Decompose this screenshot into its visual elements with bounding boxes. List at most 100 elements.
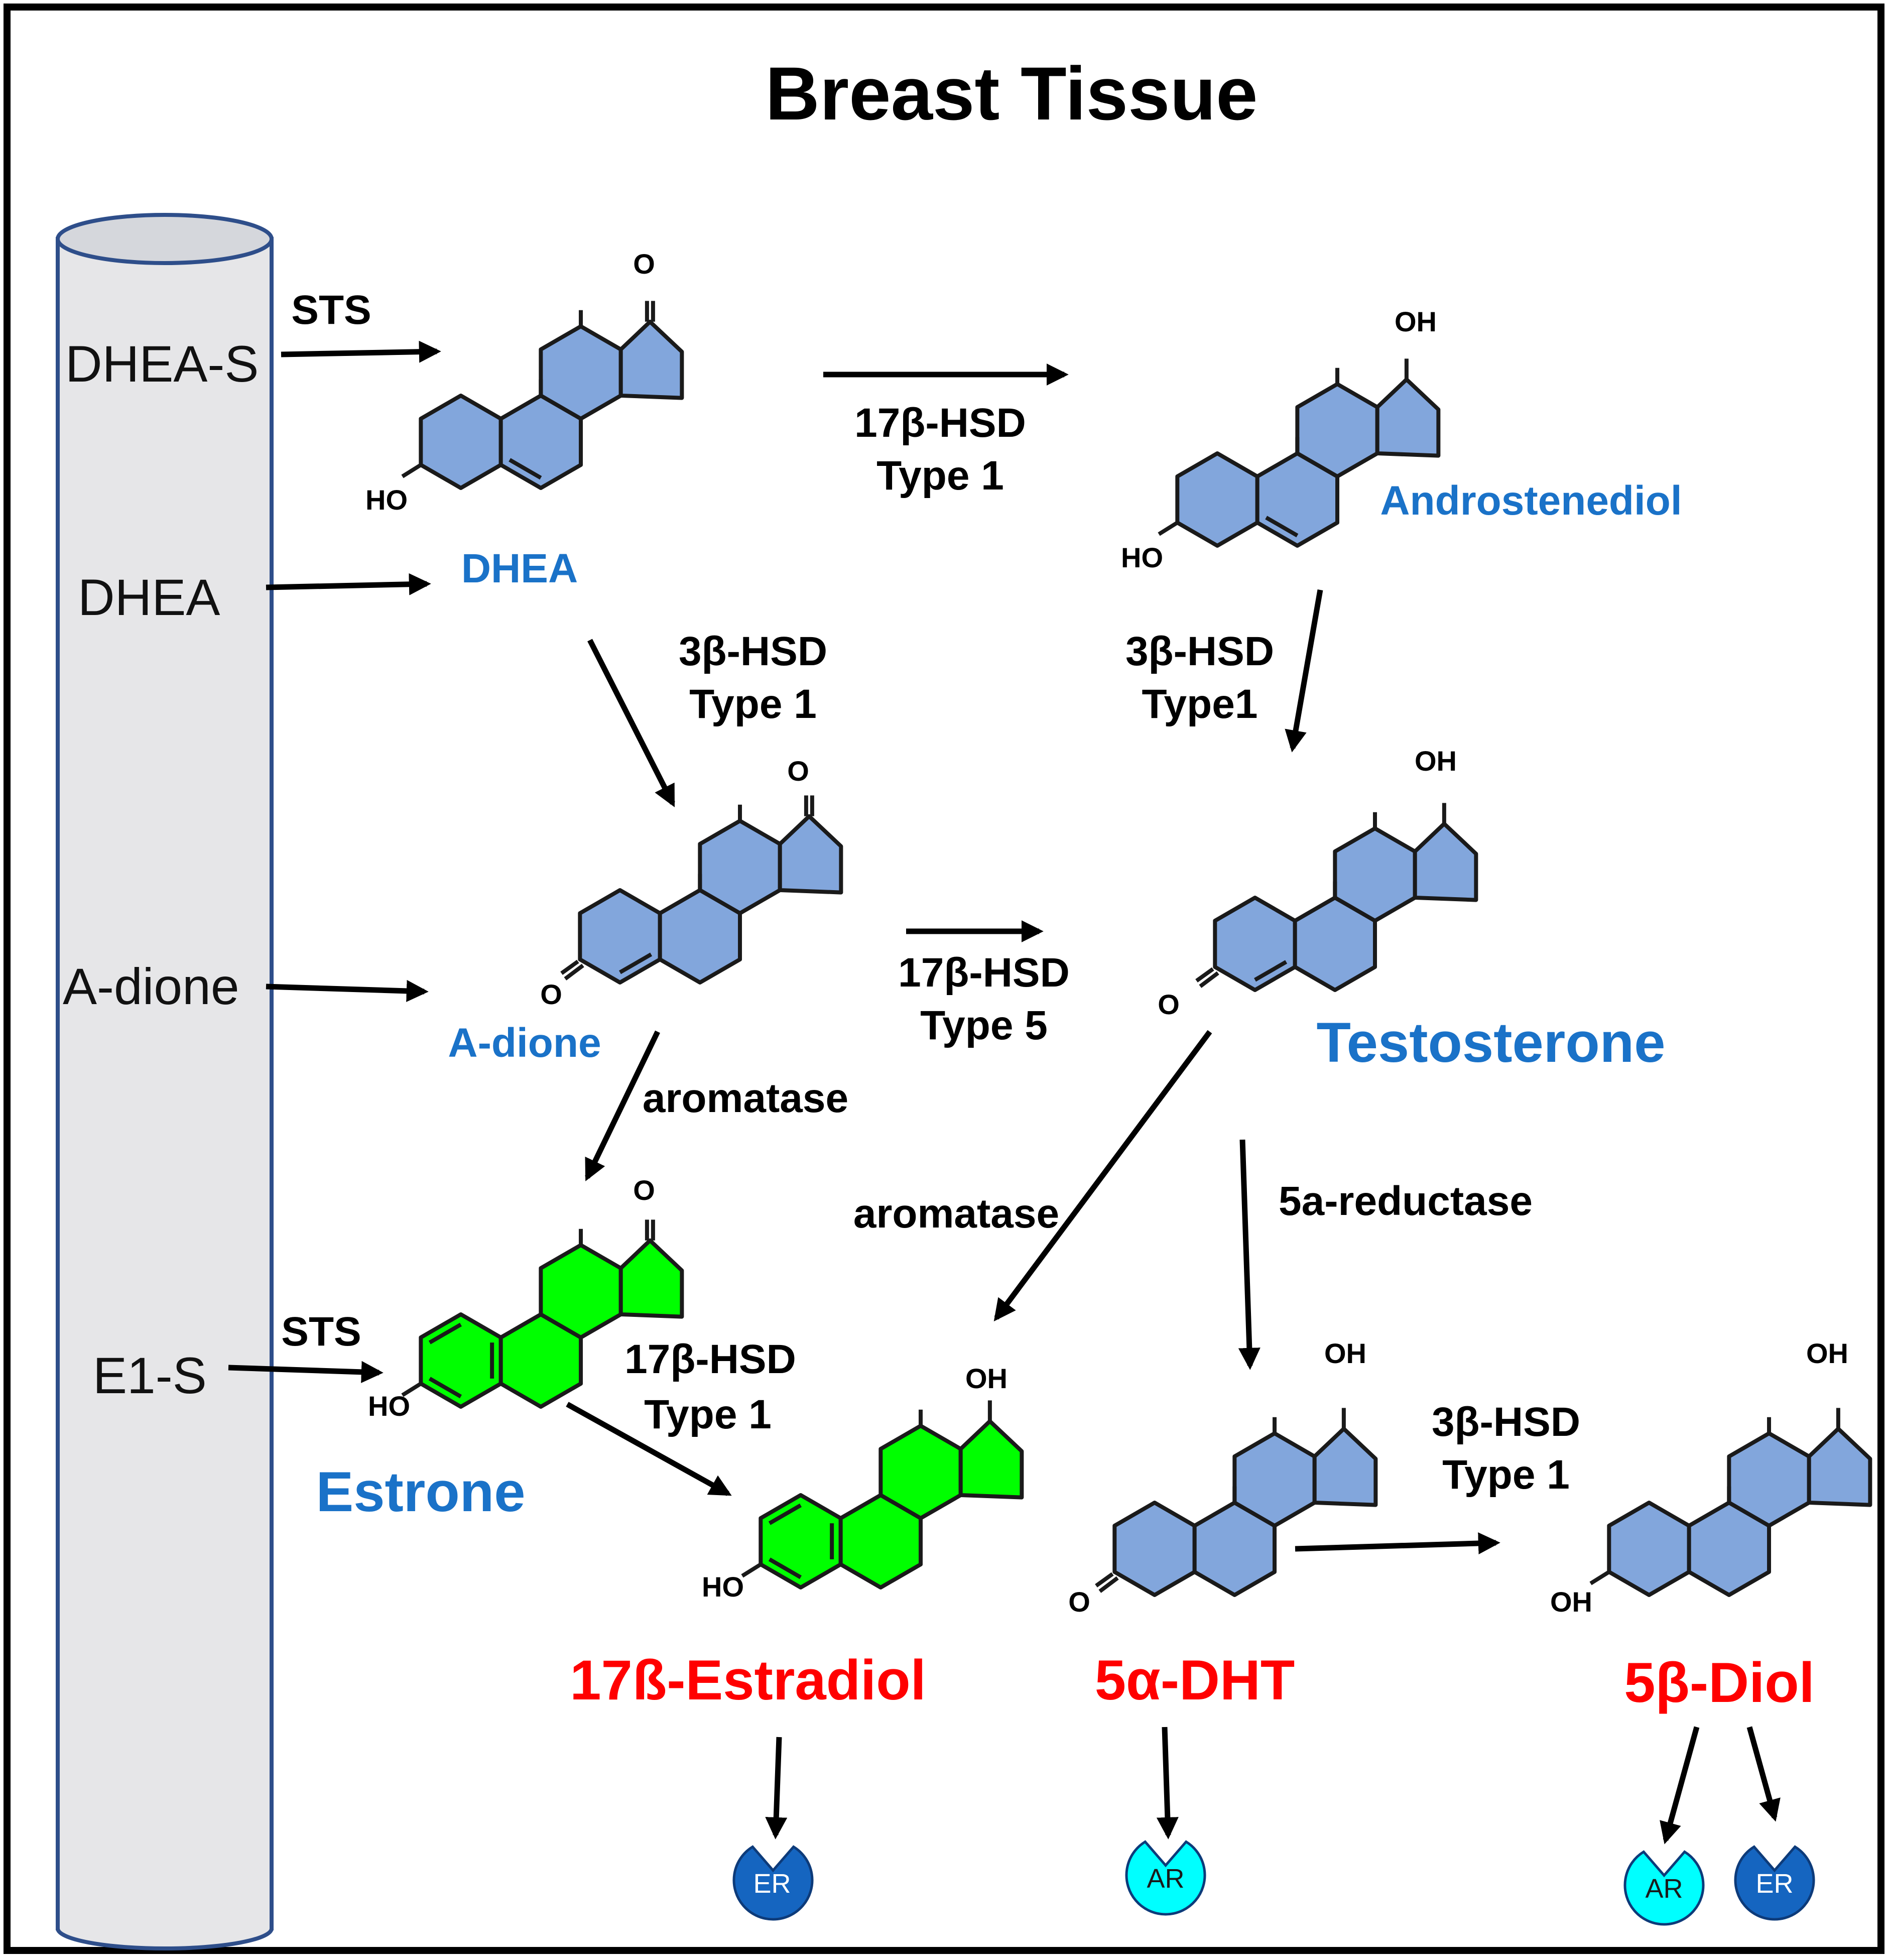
ring-c [539, 1243, 623, 1339]
ring-c [1295, 382, 1379, 478]
receptor-er-estradiol-label: ER [753, 1869, 791, 1899]
double-bond-4-5 [619, 952, 653, 974]
dht-o-label: O [1068, 1586, 1090, 1618]
estrone-o-label: O [633, 1174, 655, 1206]
ring-d [1312, 1426, 1378, 1507]
aromatic-bond-1 [768, 1503, 802, 1525]
enzyme-label-3bhsd-t1-left-line1: 3β-HSD [679, 629, 827, 674]
testosterone-o-label: O [1158, 989, 1180, 1020]
adione-o-top-label: O [787, 755, 809, 787]
ring-d [778, 814, 843, 895]
carbonyl-3a [1095, 1572, 1114, 1587]
receptor-er-diol-label: ER [1755, 1869, 1793, 1899]
molecule-label-adione: A-dione [448, 1020, 601, 1066]
enzyme-label-17bhsd-t1-bottom-line1: 17β-HSD [624, 1336, 796, 1382]
androstenediol-oh-label: OH [1395, 306, 1437, 337]
receptor-er-diol: ER [1734, 1845, 1815, 1921]
aromatic-bond-2 [768, 1557, 802, 1579]
hydroxyl-3 [741, 1562, 762, 1578]
double-bond-5-6 [1265, 516, 1299, 538]
arrow-dhea-to-adione [587, 639, 675, 807]
androstenediol-structure [1158, 358, 1441, 548]
enzyme-label-3bhsd-t1-left-line2: Type 1 [689, 681, 817, 727]
ring-c [539, 324, 623, 421]
molecule-label-androstenediol: Androstenediol [1380, 478, 1682, 524]
adione-o-bottom-label: O [540, 978, 562, 1010]
hydroxyl-3 [401, 463, 422, 478]
testosterone-structure [1195, 803, 1478, 992]
carbonyl-3b [1098, 1576, 1119, 1593]
enzyme-label-17bhsd-t1-top-line1: 17β-HSD [854, 400, 1026, 446]
arrow-diol-to-ar [1660, 1726, 1700, 1845]
enzyme-label-17bhsd-t1-top-line2: Type 1 [876, 453, 1004, 499]
ring-d [618, 1238, 684, 1319]
enzyme-label-5a-reductase: 5a-reductase [1279, 1178, 1533, 1224]
enzyme-label-3bhsd-t1-right-line1: 3β-HSD [1125, 629, 1274, 674]
vessel-label-dhea: DHEA [78, 569, 220, 626]
molecule-label-diol: 5β-Diol [1624, 1651, 1814, 1714]
ring-a [419, 1312, 503, 1409]
ring-d [1413, 821, 1478, 902]
ring-a [1112, 1501, 1197, 1597]
testosterone-oh-label: OH [1415, 745, 1457, 777]
ring-c [1232, 1431, 1317, 1528]
carbonyl-3a [1195, 967, 1214, 983]
enzyme-label-17bhsd-t1-bottom-line2: Type 1 [644, 1392, 772, 1437]
double-bond-5-6 [509, 458, 542, 480]
enzyme-label-sts-bottom: STS [281, 1309, 361, 1355]
dhea-ho-label: HO [365, 484, 408, 516]
enzyme-label-aromatase-left: aromatase [643, 1075, 848, 1121]
dhea-o-label: O [633, 248, 655, 280]
molecule-label-estradiol: 17ß-Estradiol [570, 1649, 926, 1711]
estradiol-ho-label: HO [702, 1571, 744, 1603]
aromatic-bond-2 [428, 1377, 462, 1399]
arrow-dht-to-ar [1156, 1727, 1179, 1840]
arrow-blood-adione-to-adione [266, 979, 429, 1002]
carbonyl-3b [1199, 971, 1219, 988]
androstenediol-ho-label: HO [1121, 542, 1163, 573]
diol-oh-top-label: OH [1806, 1337, 1848, 1369]
molecule-label-estrone: Estrone [316, 1460, 526, 1523]
enzyme-label-aromatase-right: aromatase [853, 1191, 1059, 1237]
estrone-ho-label: HO [368, 1390, 410, 1422]
carbonyl-3a [560, 959, 579, 975]
dht-structure [1095, 1408, 1378, 1597]
arrow-adione-to-estrone [585, 1030, 660, 1181]
arrow-dheas-to-dhea [281, 340, 441, 363]
double-bond-4-5 [1254, 960, 1288, 982]
aromatic-bond-1 [428, 1322, 462, 1344]
arrow-estrone-to-estradiol [566, 1402, 732, 1496]
molecule-label-testosterone: Testosterone [1317, 1011, 1666, 1074]
adione-structure [560, 795, 843, 985]
vessel-label-adione: A-dione [63, 958, 239, 1015]
diol-oh-bottom-label: OH [1550, 1586, 1592, 1618]
enzyme-label-sts-top: STS [291, 287, 371, 333]
molecule-label-dhea: DHEA [461, 546, 578, 591]
ring-c [1727, 1431, 1811, 1528]
ring-a [578, 888, 662, 985]
arrow-estradiol-to-er [765, 1737, 788, 1840]
ring-d [618, 319, 684, 400]
arrow-dht-to-diol [1295, 1532, 1500, 1555]
dht-oh-label: OH [1324, 1337, 1366, 1369]
receptor-ar-diol-label: AR [1645, 1874, 1683, 1904]
arrow-e1s-to-estrone [228, 1361, 384, 1383]
receptor-ar-dht-label: AR [1147, 1864, 1184, 1894]
estradiol-structure [741, 1400, 1024, 1589]
dhea-structure [401, 301, 684, 490]
carbonyl-3b [564, 963, 584, 981]
enzyme-label-3bhsd-t1-right-line2: Type1 [1142, 681, 1258, 727]
ring-a [1175, 451, 1260, 548]
receptor-er-estradiol: ER [732, 1845, 814, 1921]
page-title: Breast Tissue [765, 51, 1257, 136]
ring-c [878, 1424, 963, 1520]
vessel-label-dhea-s: DHEA-S [65, 335, 259, 393]
ring-a [419, 394, 503, 490]
arrow-androstenediol-to-testosterone [1285, 589, 1323, 753]
enzyme-label-17bhsd-t5-line1: 17β-HSD [898, 950, 1070, 996]
outer-frame [4, 4, 1884, 1954]
arrow-diol-to-er [1746, 1726, 1781, 1822]
diol-structure [1589, 1408, 1872, 1597]
